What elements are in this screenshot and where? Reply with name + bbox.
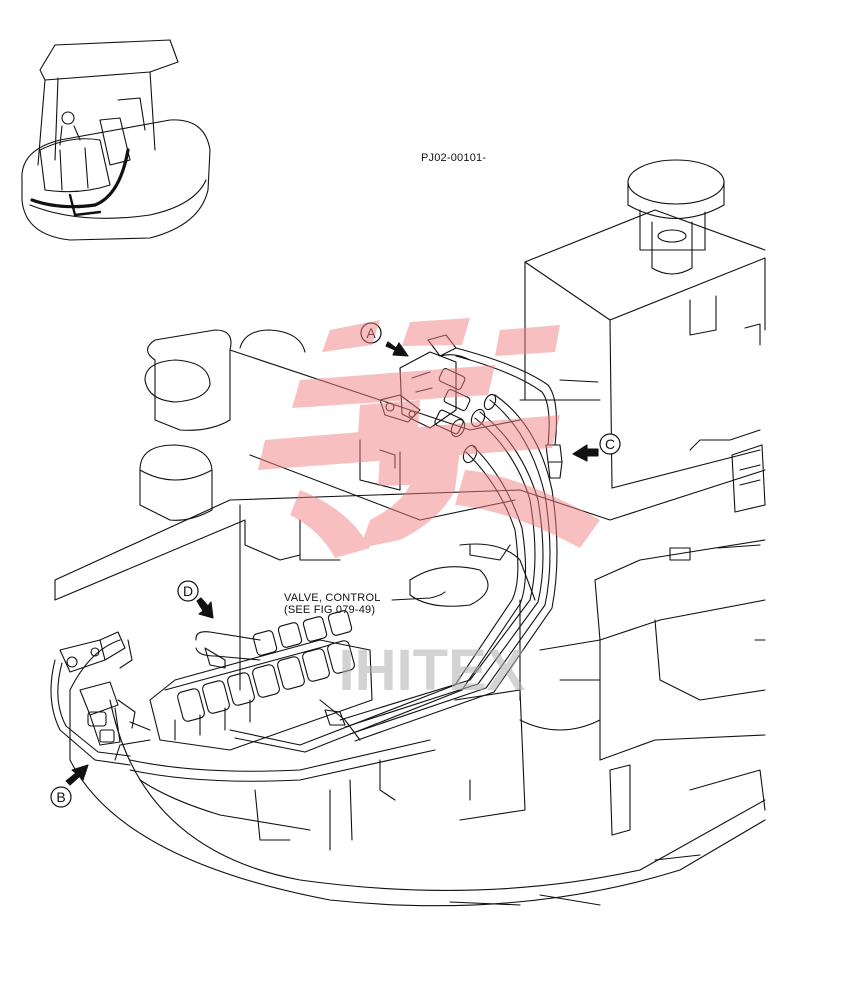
callout-b: B bbox=[50, 786, 72, 808]
watermark-logo bbox=[258, 318, 600, 558]
callout-d: D bbox=[177, 580, 199, 602]
watermark-text: IHITEX bbox=[339, 638, 526, 703]
valve-label-leader bbox=[391, 591, 446, 601]
excavator-inset bbox=[21, 39, 211, 241]
callout-c: C bbox=[599, 433, 621, 455]
engine-block bbox=[519, 159, 766, 513]
arrow-a bbox=[385, 341, 409, 357]
callout-d-letter: D bbox=[183, 583, 193, 599]
arrow-d bbox=[196, 597, 214, 619]
valve-label-line-1: VALVE, CONTROL bbox=[284, 592, 381, 604]
arrow-b bbox=[65, 764, 89, 786]
arrow-c bbox=[572, 444, 599, 462]
fitting-block-b bbox=[50, 631, 151, 766]
control-valve bbox=[114, 610, 373, 761]
figure-id: PJ02-00101- bbox=[421, 152, 487, 164]
callout-c-letter: C bbox=[605, 436, 615, 452]
hose-d bbox=[195, 631, 361, 741]
callout-b-letter: B bbox=[56, 789, 65, 805]
callout-arrows bbox=[65, 341, 599, 786]
valve-label-line-2: (SEE FIG 079-49) bbox=[284, 604, 376, 616]
